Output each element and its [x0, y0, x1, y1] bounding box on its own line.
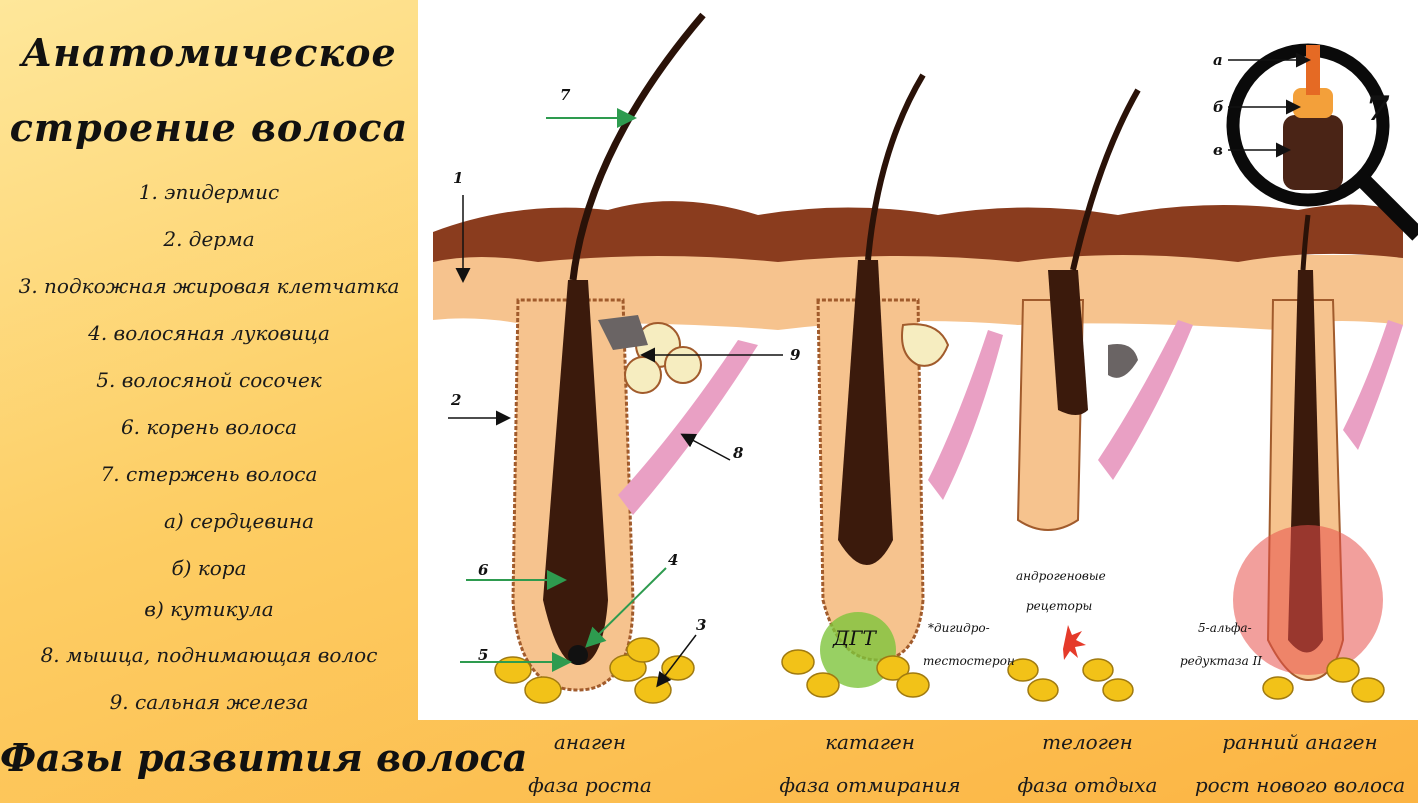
- phases-title: Фазы развития волоса: [0, 735, 470, 780]
- legend-item-medulla: а) сердцевина: [0, 509, 418, 533]
- label-2: 2: [450, 391, 461, 409]
- legend-panel: Анатомическое строение волоса 1. эпидерм…: [0, 0, 418, 720]
- legend-item-bulb: 4. волосяная луковица: [0, 321, 418, 345]
- legend-item-cuticle: в) кутикула: [0, 597, 418, 621]
- magnifier-label-a: а: [1213, 51, 1223, 69]
- legend-item-cortex: б) кора: [0, 556, 418, 580]
- gland-telogen: [1108, 344, 1138, 378]
- label-9: 9: [790, 346, 801, 364]
- reductase-label-line2: редуктаза II: [1180, 654, 1262, 668]
- magnifier-label-b: б: [1213, 98, 1224, 116]
- muscle-telogen: [1098, 320, 1193, 480]
- fat-cells-telogen: [1008, 659, 1133, 701]
- legend-title-line1: Анатомическое: [0, 30, 418, 75]
- magnifier-label-v: в: [1213, 141, 1223, 159]
- legend-item-muscle: 8. мышца, поднимающая волос: [0, 643, 418, 667]
- legend-item-dermis: 2. дерма: [0, 227, 418, 251]
- dht-label-line1: *дигидро-: [928, 621, 990, 635]
- phase-catagen-name: катаген: [760, 730, 980, 754]
- legend-item-papilla: 5. волосяной сосочек: [0, 368, 418, 392]
- phase-anagen-name: анаген: [490, 730, 690, 754]
- phase-anagen-desc: фаза роста: [490, 773, 690, 797]
- phase-early-anagen-desc: рост нового волоса: [1185, 773, 1415, 797]
- receptors-label-line1: андрогеновые: [1016, 569, 1106, 583]
- receptors-label-line2: рецеторы: [1026, 599, 1092, 613]
- dht-label-line2: тестостерон: [923, 654, 1015, 668]
- label-8: 8: [733, 444, 744, 462]
- dgt-label: ДГТ: [832, 626, 878, 650]
- receptor-spark: [1063, 625, 1086, 660]
- muscle-early-anagen: [1343, 320, 1403, 450]
- legend-item-gland: 9. сальная железа: [0, 690, 418, 714]
- magnifier-number: 7: [1366, 89, 1390, 129]
- phase-telogen-desc: фаза отдыха: [995, 773, 1180, 797]
- legend-item-root: 6. корень волоса: [0, 415, 418, 439]
- papilla-anagen: [568, 645, 588, 665]
- legend-title-line2: строение волоса: [0, 105, 418, 150]
- label-3: 3: [696, 616, 706, 634]
- phase-early-anagen-name: ранний анаген: [1185, 730, 1415, 754]
- phase-telogen-name: телоген: [995, 730, 1180, 754]
- phase-catagen-desc: фаза отмирания: [760, 773, 980, 797]
- hair-anatomy-diagram: а б в 7 1 2 7 9 8 6 4 5 3 ДГТ *дигидро- …: [418, 0, 1418, 720]
- legend-item-shaft: 7. стержень волоса: [0, 462, 418, 486]
- label-1: 1: [453, 169, 463, 187]
- legend-item-subcutaneous: 3. подкожная жировая клетчатка: [0, 274, 418, 298]
- diagram-canvas: а б в 7 1 2 7 9 8 6 4 5 3 ДГТ *дигидро- …: [418, 0, 1418, 720]
- label-6: 6: [478, 561, 489, 579]
- legend-item-epidermis: 1. эпидермис: [0, 180, 418, 204]
- reductase-circle: [1233, 525, 1383, 675]
- label-4: 4: [668, 551, 678, 569]
- reductase-label-line1: 5-альфа-: [1198, 621, 1252, 635]
- label-7: 7: [560, 86, 571, 104]
